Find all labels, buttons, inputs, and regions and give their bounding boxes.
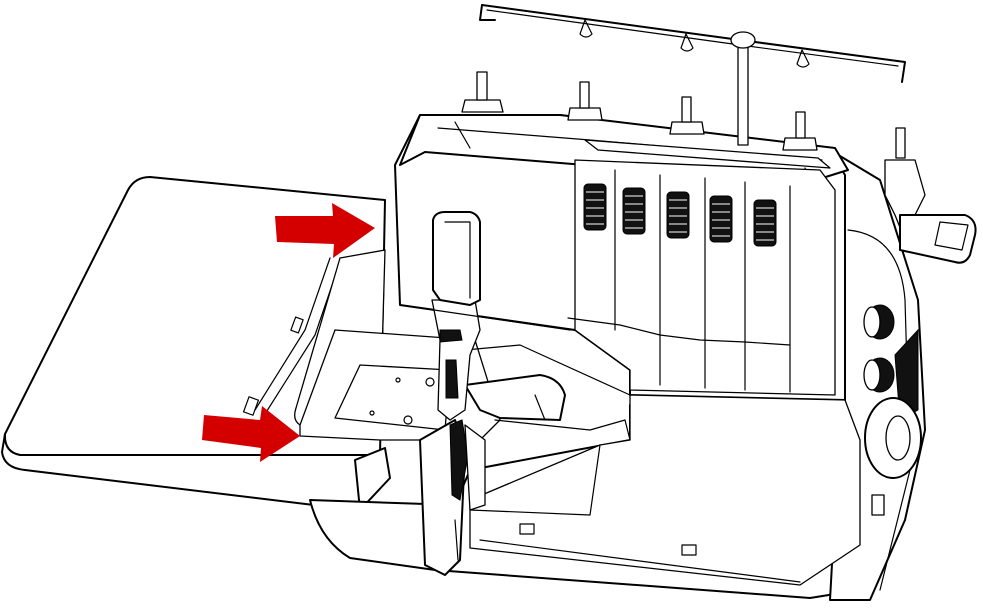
arrow-lower [202,406,300,462]
serger-machine-icon [299,4,977,601]
arrow-upper [275,203,375,258]
spool-pins [461,71,926,241]
arrow-right-icon [202,406,300,462]
arrow-right-icon [275,203,375,258]
tension-dials [567,169,791,393]
thread-guide-icon [479,4,906,146]
side-knobs [863,304,922,516]
